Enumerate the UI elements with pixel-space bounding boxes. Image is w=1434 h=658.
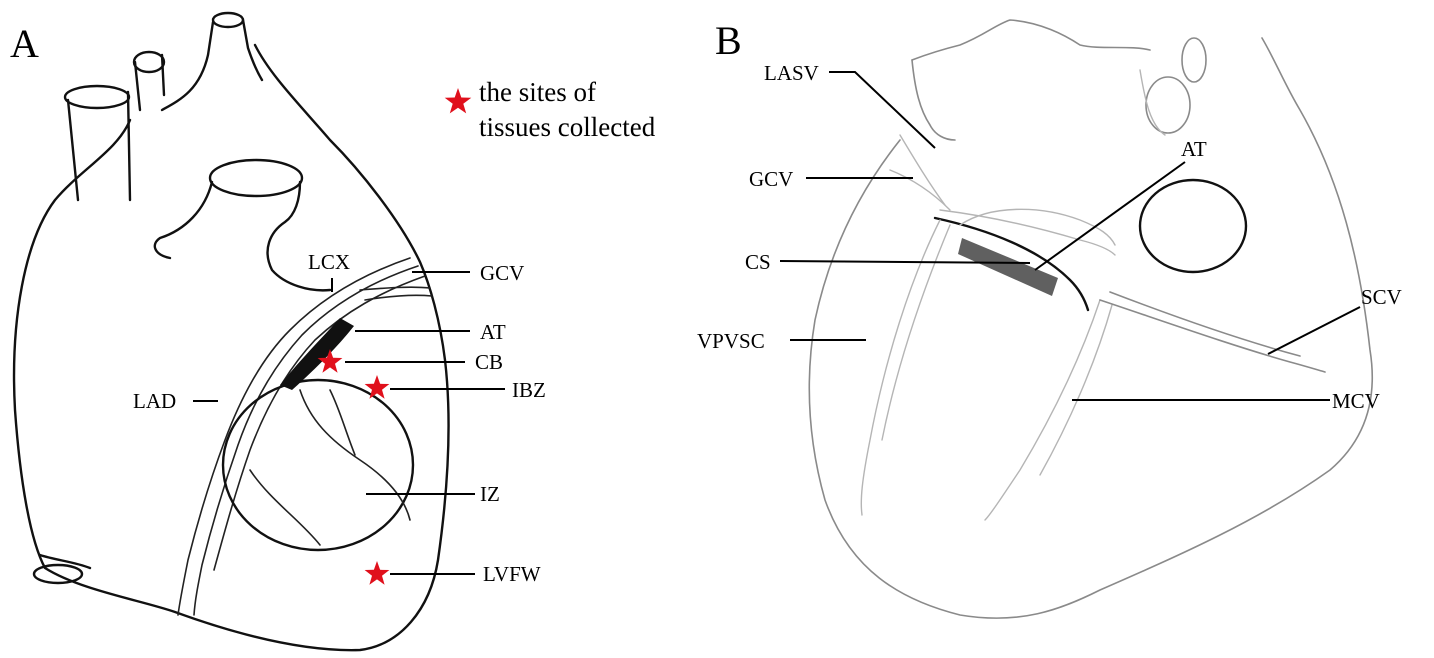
vessel-a-right (243, 20, 262, 80)
label-lvfw: LVFW (483, 562, 541, 586)
mcv-vessel-2 (1040, 305, 1112, 475)
mcv-vessel-1 (985, 300, 1100, 520)
pulmonary-trunk-opening (210, 160, 302, 196)
atrium-b-lower-edge (960, 209, 1115, 245)
infarct-zone-circle (223, 380, 413, 550)
legend-star-icon (445, 88, 472, 113)
lad-a-vessel-1 (178, 258, 410, 615)
heart-b-atrium-edge (912, 60, 955, 140)
panel-a: A (10, 13, 656, 650)
lasv-vessel (900, 135, 945, 205)
pulmonary-vein-b-2 (1146, 77, 1190, 133)
label-mcv: MCV (1332, 389, 1380, 413)
vessel-a-left (162, 22, 213, 110)
heart-b-top-edge (912, 20, 1150, 60)
vessel-a-top-opening (213, 13, 243, 27)
label-vpvsc: VPVSC (697, 329, 765, 353)
lasv-leader (829, 72, 935, 148)
label-gcv-b: GCV (749, 167, 793, 191)
panel-b: B (697, 18, 1402, 618)
svc-a-right (128, 92, 130, 200)
panel-b-letter: B (715, 18, 742, 63)
vpvsc-vessel-2 (882, 225, 950, 440)
label-gcv-a: GCV (480, 261, 524, 285)
label-iz: IZ (480, 482, 500, 506)
panel-a-letter: A (10, 21, 39, 66)
at-b-leader (1035, 162, 1185, 270)
heart-a-outline (14, 45, 448, 650)
label-lcx: LCX (308, 250, 350, 274)
star-ibz (365, 375, 390, 399)
scv-leader (1268, 307, 1360, 354)
label-cs: CS (745, 250, 771, 274)
label-at-a: AT (480, 320, 506, 344)
label-at-b: AT (1181, 137, 1207, 161)
heart-b-outline (809, 38, 1372, 618)
label-lasv: LASV (764, 61, 819, 85)
label-ibz: IBZ (512, 378, 546, 402)
scv-vessel-1 (1100, 300, 1325, 372)
legend-line-1: the sites of (479, 77, 596, 107)
svc-a-opening (65, 86, 129, 108)
gcv-b-vessel (890, 170, 950, 210)
pulmonary-vein-b-1 (1182, 38, 1206, 82)
vessel-a-mid-opening (134, 52, 164, 72)
coronary-sinus-b (958, 238, 1058, 296)
pulmonary-trunk-left (155, 182, 212, 258)
label-lad: LAD (133, 389, 176, 413)
label-scv: SCV (1361, 285, 1402, 309)
circle-b (1140, 180, 1246, 272)
scv-vessel-2 (1110, 292, 1300, 356)
pulmonary-trunk-right (268, 182, 330, 290)
label-cb: CB (475, 350, 503, 374)
legend-line-2: tissues collected (479, 112, 656, 142)
star-lvfw (365, 561, 390, 585)
vpvsc-vessel-1 (861, 220, 940, 515)
infarct-vessel-3 (330, 390, 355, 455)
